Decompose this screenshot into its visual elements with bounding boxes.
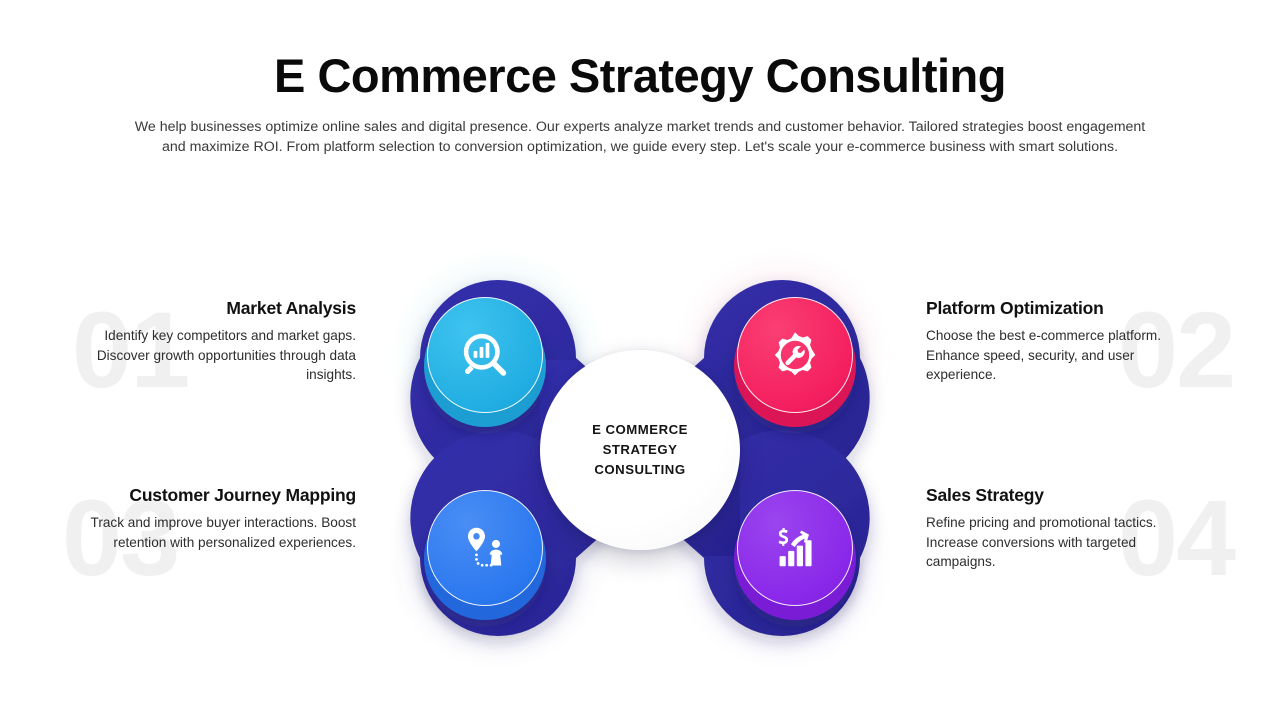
hub-line-3: CONSULTING — [594, 461, 686, 477]
page-subtitle: We help businesses optimize online sales… — [134, 119, 1146, 156]
ghost-number-01: 01 — [72, 289, 190, 410]
icon-bubble-market-analysis[interactable] — [427, 297, 543, 413]
ghost-number-03: 03 — [62, 477, 180, 598]
icon-bubble-customer-journey-mapping[interactable] — [427, 490, 543, 606]
item-title: Customer Journey Mapping — [129, 485, 356, 505]
hub-line-2: STRATEGY — [602, 442, 678, 458]
item-body: Choose the best e-commerce platform. Enh… — [926, 328, 1161, 383]
icon-bubble-platform-optimization[interactable] — [737, 297, 853, 413]
item-text-market-analysis: Market Analysis Identify key competitors… — [54, 298, 356, 385]
item-body: Refine pricing and promotional tactics. … — [926, 515, 1157, 570]
center-hub-label: E COMMERCE STRATEGY CONSULTING — [592, 420, 688, 479]
dollar-growth-chart-icon — [778, 528, 812, 567]
item-text-sales-strategy: Sales Strategy Refine pricing and promot… — [926, 485, 1186, 572]
page-title: E Commerce Strategy Consulting — [274, 49, 1006, 102]
item-text-platform-optimization: Platform Optimization Choose the best e-… — [926, 298, 1186, 385]
header: E Commerce Strategy Consulting We help b… — [0, 52, 1280, 157]
icon-bubble-sales-strategy[interactable] — [737, 490, 853, 606]
hub-line-1: E COMMERCE — [592, 422, 688, 438]
gear-wrench-icon — [774, 332, 816, 376]
magnifier-bar-chart-icon — [463, 333, 507, 376]
center-hub: E COMMERCE STRATEGY CONSULTING — [540, 350, 740, 550]
item-body: Track and improve buyer interactions. Bo… — [90, 515, 356, 550]
ghost-number-04: 04 — [1118, 477, 1236, 598]
item-title: Market Analysis — [226, 298, 356, 318]
item-text-customer-journey-mapping: Customer Journey Mapping Track and impro… — [54, 485, 357, 552]
item-title: Sales Strategy — [926, 485, 1044, 505]
item-title: Platform Optimization — [926, 298, 1104, 318]
item-body: Identify key competitors and market gaps… — [96, 328, 356, 383]
ghost-number-02: 02 — [1118, 289, 1236, 410]
map-pin-person-path-icon — [467, 527, 503, 567]
